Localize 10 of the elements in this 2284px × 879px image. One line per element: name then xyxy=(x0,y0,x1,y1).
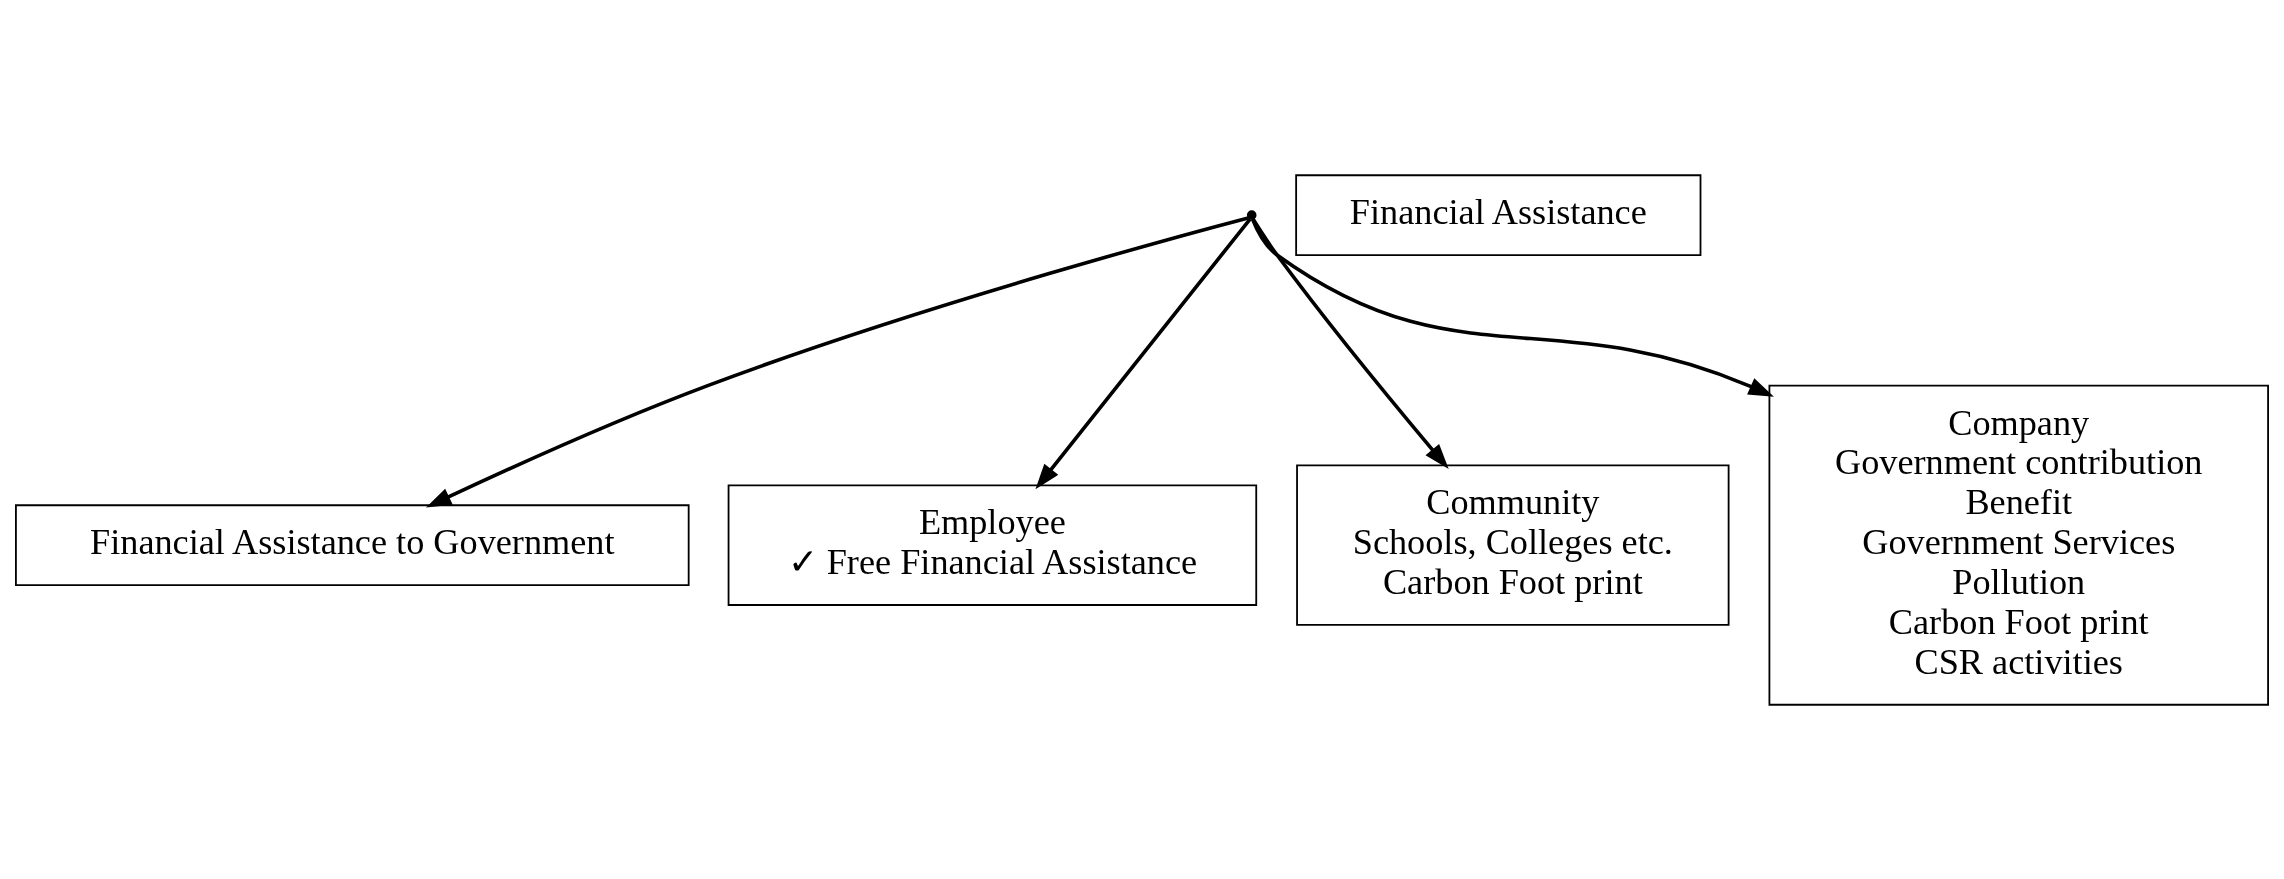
node-box: Company Government contribution Benefit Government Services Pollution Carbon Foot print CSR activities xyxy=(1768,384,2269,706)
arrow xyxy=(1035,217,1252,489)
node-box: Financial Assistance xyxy=(1295,173,1702,256)
node-box: Employee ✓ Free Financial Assistance xyxy=(727,483,1258,606)
arrow xyxy=(425,215,1249,508)
node-box: Community Schools, Colleges etc. Carbon Foot print xyxy=(1296,464,1730,626)
node-box: Financial Assistance to Government xyxy=(15,503,690,586)
arrow xyxy=(1250,218,1774,397)
arrow xyxy=(1251,217,1449,469)
node-point xyxy=(1246,209,1257,220)
